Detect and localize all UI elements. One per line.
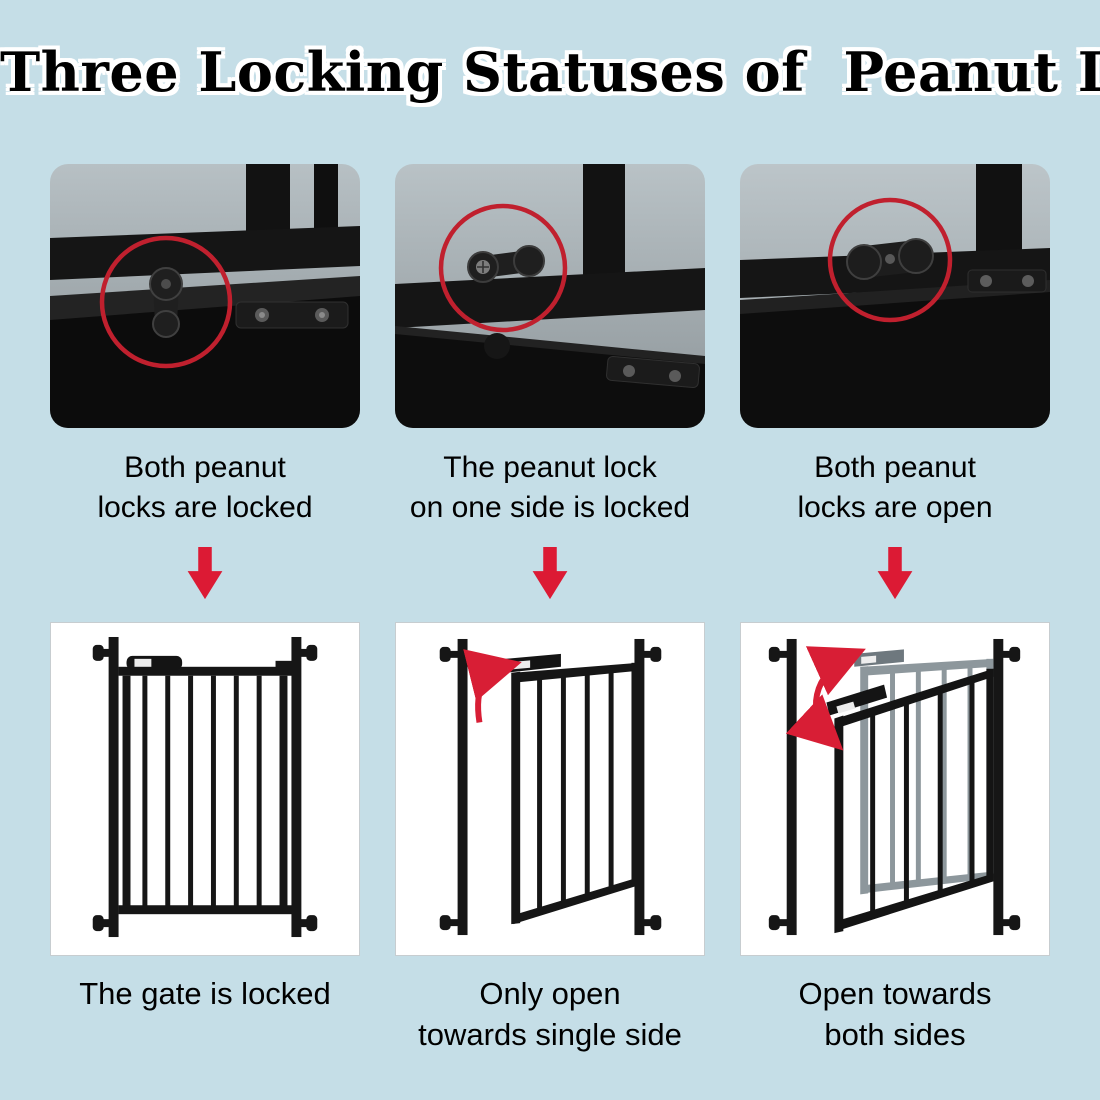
gate-rail xyxy=(395,268,705,328)
caption-open-single-side: Only open towards single side xyxy=(418,976,682,1052)
caption-one-side-locked: The peanut lock on one side is locked xyxy=(409,451,691,524)
peanut-lock-shape xyxy=(467,245,545,283)
screw-icon xyxy=(885,254,895,264)
photo-one-side-locked xyxy=(395,164,705,428)
curved-arrow-icon xyxy=(785,646,866,751)
down-arrow-icon xyxy=(530,546,570,602)
mount-plate xyxy=(967,269,1047,293)
photo-both-peanut-locked xyxy=(50,164,360,428)
caption-both-open: Both peanut locks are open xyxy=(797,451,993,524)
red-circle-highlight xyxy=(99,235,233,369)
page-title: Three Locking Statuses of Peanut Lock xyxy=(0,40,1100,104)
gate-post xyxy=(583,164,625,290)
gate-handle xyxy=(126,655,183,670)
peanut-lock-shape xyxy=(149,267,183,338)
gate-frame xyxy=(768,638,1021,936)
peanut-lock-shape xyxy=(846,238,934,280)
screw-icon xyxy=(1022,275,1034,287)
caption-both-locked: Both peanut locks are locked xyxy=(97,451,313,524)
red-circle-highlight xyxy=(827,197,953,323)
curved-arrow-icon xyxy=(463,649,522,723)
screw-icon xyxy=(623,365,635,377)
lock-roller xyxy=(484,333,510,359)
caption-gate-locked: The gate is locked xyxy=(79,976,331,1011)
gate-base xyxy=(740,292,1050,428)
column-both-open: Both peanut locks are open xyxy=(740,164,1050,1056)
screw-icon xyxy=(669,370,681,382)
gate-post xyxy=(976,164,1022,254)
caption-open-both-sides: Open towards both sides xyxy=(798,976,992,1052)
mount-plate xyxy=(235,301,349,329)
screw-icon xyxy=(980,275,992,287)
photo-both-open xyxy=(740,164,1050,428)
gate-base-top xyxy=(50,276,360,322)
down-arrow-icon xyxy=(185,546,225,602)
lock-closeup-both-open xyxy=(740,164,1050,428)
down-arrow-icon xyxy=(875,546,915,602)
gate-open-both-illustration xyxy=(740,622,1050,956)
column-one-side-locked: The peanut lock on one side is locked xyxy=(395,164,705,1056)
lock-closeup-both-locked xyxy=(50,164,360,428)
gate-door-open xyxy=(826,668,994,934)
gate-base-top xyxy=(395,326,705,366)
gate-base xyxy=(50,296,360,428)
lock-closeup-one-locked xyxy=(395,164,705,428)
columns-container: Both peanut locks are locked xyxy=(0,164,1100,1056)
handle-label xyxy=(134,658,152,667)
gate-frame xyxy=(439,638,662,936)
gate-frame xyxy=(92,636,318,938)
gate-open-single-illustration xyxy=(395,622,705,956)
gate-door-open xyxy=(511,662,640,925)
column-both-locked: Both peanut locks are locked xyxy=(50,164,360,1056)
handle-label xyxy=(513,660,531,670)
red-circle-highlight xyxy=(438,203,568,333)
gate-closed-illustration xyxy=(50,622,360,956)
